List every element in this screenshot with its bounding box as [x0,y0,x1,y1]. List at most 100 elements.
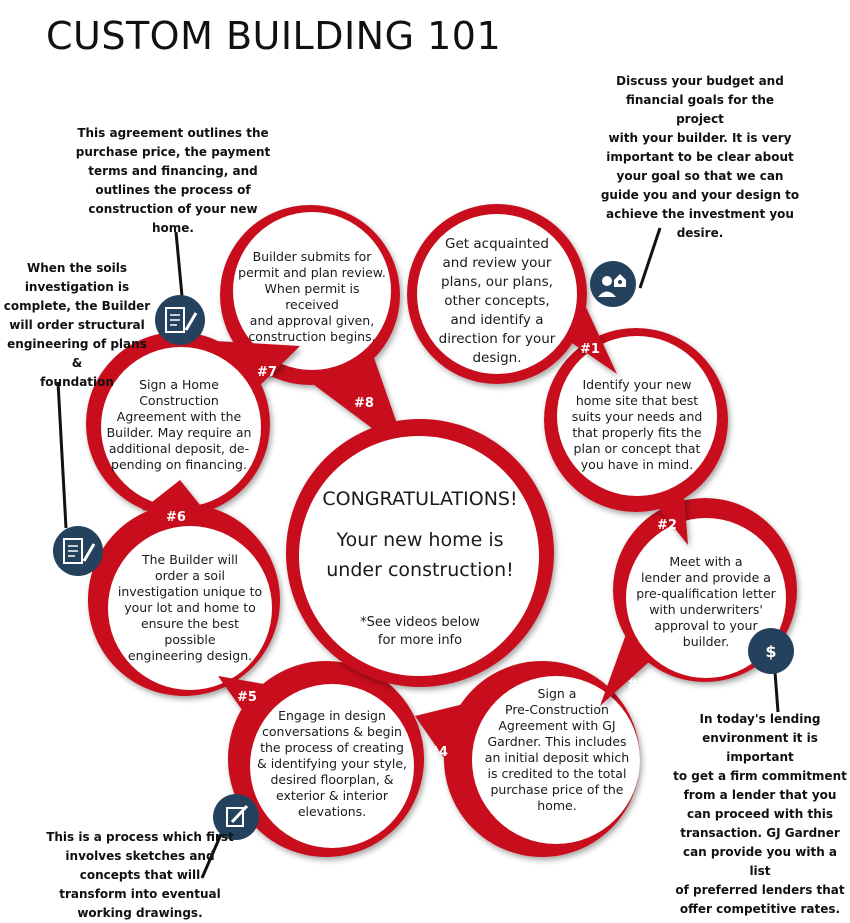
text-line: Agreement with the [116,409,242,424]
text-line: is credited to the total [487,766,627,781]
dollar-icon: $ [748,628,794,674]
text-line: Sign a Home [139,377,219,392]
text-line: In today's lending [699,712,821,726]
connector-line [174,231,184,297]
text-line: Gardner. This includes [487,734,627,749]
bubble-inner [108,526,272,690]
note-lending: In today's lending environment it is imp… [672,710,848,919]
text-line: home site that best [575,393,699,408]
text-line: from a lender that you [683,788,837,802]
step-number: #7 [257,365,277,380]
text-line: suits your needs and [571,409,703,424]
text-line: Engage in design [278,708,386,723]
note-soils: When the soils investigation is complete… [2,259,152,392]
text-line: The Builder will [141,552,239,567]
connector-line [773,671,780,713]
page-title: CUSTOM BUILDING 101 [46,14,502,58]
text-line: When permit is received [264,281,360,312]
text-line: outlines the process of [95,183,251,197]
center-message: Your new home is under construction! [300,525,540,585]
text-line: Get acquainted [445,236,549,252]
text-line: important to be clear about [606,150,794,164]
step-bubble-5 [218,661,424,857]
text-line: your goal so that we can [616,169,784,183]
step-text: Meet with a lender and provide a pre-qua… [630,554,782,650]
text-line: investigation unique to [117,584,263,599]
note-design-process: This is a process which first involves s… [40,828,240,923]
text-line: Your new home is [336,529,504,551]
text-line: plan or concept that [573,441,701,456]
text-line: can proceed with this [686,807,834,821]
step-bubble-1 [407,204,617,384]
text-line: offer competitive rates. [679,902,841,916]
step-number: #4 [428,745,448,760]
text-line: order a soil [154,568,226,583]
connector-line [56,381,68,529]
step-number: #8 [354,396,374,411]
text-line: This is a process which first [46,830,234,844]
text-line: with underwriters' [649,602,763,617]
text-line: direction for your [438,331,556,347]
text-line: transform into eventual [59,887,221,901]
text-line: plans, our plans, [441,274,553,290]
text-line: engineering design. [127,648,253,663]
text-line: Discuss your budget and [616,74,784,88]
text-line: approval to your [654,618,758,633]
text-line: This agreement outlines the [77,126,269,140]
text-line: Pre-Construction [505,702,609,717]
text-line: Builder submits for [252,249,372,264]
text-line: other concepts, [444,293,550,309]
step-text: The Builder will order a soil investigat… [114,552,266,664]
text-line: Agreement with GJ [498,718,616,733]
center-bubble [286,419,554,687]
bubble-inner [417,214,577,374]
bubble-inner [250,684,414,848]
text-line: involves sketches and [65,849,215,863]
text-line: permit and plan review. [238,265,386,280]
bubble-inner [472,676,640,844]
text-line: under construction! [326,559,514,581]
text-line: purchase price, the payment [75,145,271,159]
text-line: design. [472,350,522,366]
bubble-inner [233,212,391,370]
step-bubble-6 [88,480,280,696]
text-line: to get a firm commitment [673,769,847,783]
text-line: financial goals for the project [625,93,775,126]
text-line: an initial deposit which [484,750,630,765]
text-line: that properly fits the [572,425,702,440]
text-line: for more info [377,633,463,648]
text-line: lender and provide a [641,570,771,585]
center-note: *See videos below for more info [320,614,520,650]
step-bubble-4 [415,661,640,857]
text-line: and identify a [450,312,544,328]
text-line: conversations & begin [262,724,402,739]
step-number: #2 [657,518,677,533]
connector-line [200,831,224,879]
pen-edit-icon [213,794,259,840]
text-line: *See videos below [360,615,480,630]
step-bubble-2 [544,328,728,545]
text-line: construction begins. [248,329,376,344]
text-line: your lot and home to [124,600,256,615]
text-line: transaction. GJ Gardner [680,826,840,840]
text-line: terms and financing, and [88,164,258,178]
note-agreement: This agreement outlines the purchase pri… [68,124,278,238]
text-line: ensure the best possible [140,616,240,647]
text-line: builder. [682,634,730,649]
text-line: elevations. [297,804,367,819]
bubble-inner [101,347,261,507]
text-line: complete, the Builder [3,299,151,313]
step-bubble-8 [220,205,408,455]
text-line: and approval given, [249,313,375,328]
step-number: #3 [627,677,647,692]
step-bubble-3 [600,498,797,706]
contract-sign-icon [155,295,205,345]
text-line: investigation is [24,280,130,294]
step-text: Get acquainted and review your plans, ou… [422,235,572,368]
step-text: Identify your new home site that best su… [562,377,712,473]
text-line: Construction [139,393,219,408]
text-line: engineering of plans & [7,337,147,370]
text-line: additional deposit, de- [108,441,250,456]
text-line: foundation [40,375,114,389]
